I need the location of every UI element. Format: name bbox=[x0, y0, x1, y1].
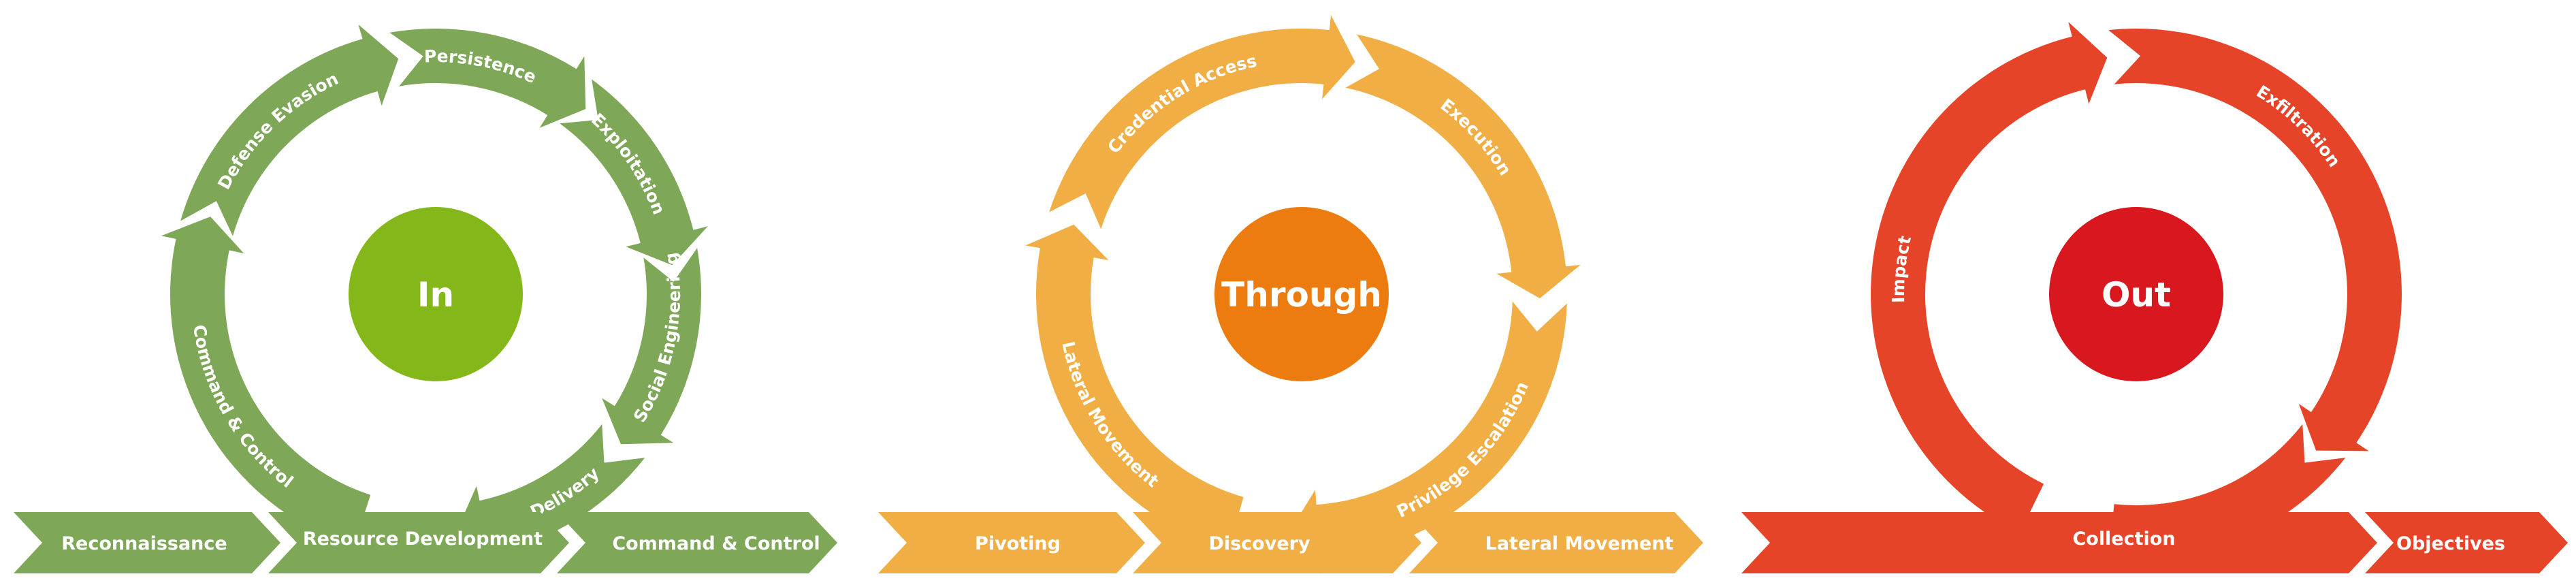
in-bar-chevron-resource-development bbox=[268, 512, 569, 573]
through-ring-segment-lateral-movement bbox=[1025, 224, 1244, 550]
through-bar-label-pivoting: Pivoting bbox=[975, 533, 1061, 554]
in-center-label: In bbox=[417, 275, 454, 315]
cycle-through: Credential Access Execution Privilege Es… bbox=[878, 15, 1703, 574]
in-ring-segment-social-engineering bbox=[602, 248, 702, 445]
through-ring-segment-execution bbox=[1345, 34, 1581, 299]
in-bar-chevron-command-control bbox=[557, 512, 837, 573]
through-ring-segment-credential-access bbox=[1049, 15, 1355, 229]
in-bar-label-command-control: Command & Control bbox=[612, 533, 820, 554]
through-bar-chevron-pivoting bbox=[878, 512, 1145, 573]
in-bar-label-resource-development: Resource Development bbox=[303, 528, 543, 550]
through-bar-chevron-discovery bbox=[1133, 512, 1421, 573]
through-center-circle bbox=[1214, 207, 1389, 381]
through-bar-chevron-lateral-movement bbox=[1409, 512, 1703, 573]
out-bar-chevron-collection bbox=[1741, 512, 2377, 573]
out-bar-label-objectives: Objectives bbox=[2396, 533, 2505, 554]
in-center-circle bbox=[349, 207, 523, 381]
in-bar-chevron-reconnaissance bbox=[14, 512, 280, 573]
out-ring-segment-impact bbox=[1871, 22, 2108, 533]
in-ring-segment-exploitation bbox=[560, 79, 708, 266]
cycle-in: Persistence Exploitation Social Engineer… bbox=[14, 25, 837, 573]
through-ring-segment-privilege-escalation bbox=[1289, 301, 1567, 574]
cycle-out: Exfiltration Impact Out Collection Objec… bbox=[1741, 22, 2568, 573]
through-bar-label-discovery: Discovery bbox=[1208, 533, 1310, 554]
in-ring-segment-persistence bbox=[389, 28, 586, 128]
out-center-circle bbox=[2049, 207, 2223, 381]
out-ring-segment-exfiltration bbox=[2108, 28, 2402, 451]
out-bar-label-collection: Collection bbox=[2072, 528, 2175, 550]
through-bar-label-lateral-movement: Lateral Movement bbox=[1485, 533, 1674, 554]
in-bar-label-reconnaissance: Reconnaissance bbox=[61, 533, 227, 554]
out-center-label: Out bbox=[2102, 275, 2171, 315]
in-ring-segment-defense-evasion bbox=[180, 25, 399, 236]
in-ring-segment-command-control bbox=[161, 217, 371, 547]
through-center-label: Through bbox=[1221, 275, 1382, 315]
out-bar-chevron-objectives bbox=[2365, 512, 2568, 573]
